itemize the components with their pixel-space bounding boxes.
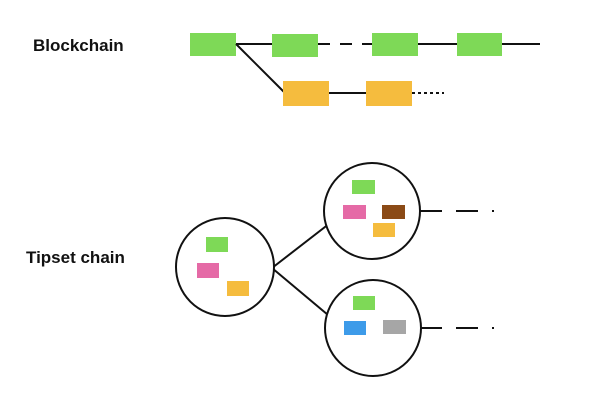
tipset-circle bbox=[323, 162, 421, 260]
tipset-block-brown bbox=[382, 205, 405, 219]
fork-branch bbox=[235, 43, 444, 106]
tipset-block-pink bbox=[343, 205, 366, 219]
tipset-branch-up bbox=[271, 219, 335, 269]
blockchain-label: Blockchain bbox=[33, 36, 124, 55]
tipset-chain bbox=[175, 162, 494, 377]
main-chain-block-4 bbox=[457, 33, 502, 56]
tipset-left bbox=[175, 217, 275, 317]
tipset-circle bbox=[324, 279, 422, 377]
main-chain-block-1 bbox=[190, 33, 236, 56]
tipset-block-orange bbox=[373, 223, 395, 237]
tipset-block-orange bbox=[227, 281, 249, 296]
fork-link bbox=[235, 43, 285, 93]
main-chain bbox=[190, 33, 540, 57]
tipset-block-pink bbox=[197, 263, 219, 278]
tipset-block-gray bbox=[383, 320, 406, 334]
fork-block-2 bbox=[366, 81, 412, 106]
tipset-block-green bbox=[352, 180, 375, 194]
tipset-branch-down bbox=[271, 267, 335, 321]
tipset-block-green bbox=[206, 237, 228, 252]
main-chain-block-2 bbox=[272, 34, 318, 57]
main-chain-block-3 bbox=[372, 33, 418, 56]
tipset-lower bbox=[324, 279, 422, 377]
tipset-block-green bbox=[353, 296, 375, 310]
tipset-circle bbox=[175, 217, 275, 317]
tipset-block-blue bbox=[344, 321, 366, 335]
fork-block-1 bbox=[283, 81, 329, 106]
tipset-chain-label: Tipset chain bbox=[26, 248, 125, 267]
tipset-upper bbox=[323, 162, 421, 260]
